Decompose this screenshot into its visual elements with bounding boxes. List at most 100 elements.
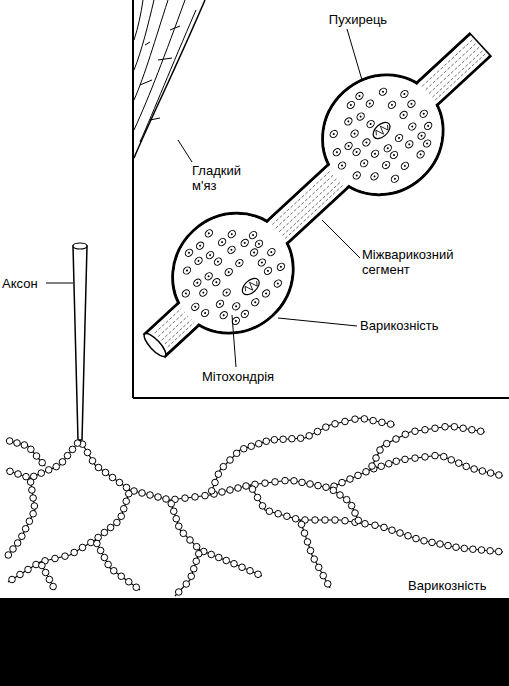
vesicle — [261, 288, 271, 298]
varicosity-bead — [133, 584, 140, 591]
vesicle-core — [217, 260, 220, 263]
varicosity-bead — [248, 443, 255, 450]
vesicle — [361, 137, 371, 147]
vesicle — [250, 297, 260, 307]
vesicle-core — [196, 281, 199, 284]
vesicle-core — [353, 132, 356, 135]
varicosity-bead — [304, 539, 311, 546]
microtubule — [158, 312, 184, 336]
varicosity-bead — [393, 436, 400, 443]
microtubule — [426, 44, 476, 90]
vesicle-core — [374, 152, 377, 155]
varicosity-bead — [30, 495, 37, 502]
varicosity-bead — [259, 503, 266, 510]
varicosity-bead — [470, 546, 477, 553]
varicosity-bead — [355, 517, 362, 524]
varicosity-bead — [109, 474, 116, 481]
varicosity-bead — [42, 569, 49, 576]
varicosity-bead — [432, 452, 439, 459]
varicosity-bead — [479, 468, 486, 475]
vesicle-core — [369, 123, 372, 126]
varicosity-bead — [239, 564, 246, 571]
vesicle-core — [258, 242, 261, 245]
vesicle-core — [186, 269, 189, 272]
vesicle — [343, 116, 353, 126]
varicosity-bead — [413, 535, 420, 542]
varicosity-bead — [95, 464, 102, 471]
axon-branch — [250, 485, 503, 552]
varicosity-bead — [23, 473, 30, 480]
varicosity-bead — [208, 488, 215, 495]
vesicle — [257, 257, 267, 267]
varicosity-bead — [393, 458, 400, 465]
vesicle — [263, 266, 273, 276]
varicosity-bead — [332, 517, 339, 524]
varicosity-bead — [373, 455, 380, 462]
varicosity-bead — [33, 453, 40, 460]
varicosity-bead — [389, 527, 396, 534]
vesicle-core — [394, 177, 397, 180]
varicosity-bead — [387, 421, 394, 428]
vesicle-core — [222, 314, 225, 317]
vesicle — [266, 247, 276, 257]
part-label: Мітохондрія — [202, 369, 302, 384]
varicosity-bead — [275, 510, 282, 517]
vesicle-core — [363, 162, 366, 165]
varicosity-bead — [272, 479, 279, 486]
varicosity-bead — [255, 571, 262, 578]
varicosity-bead — [332, 421, 339, 428]
varicosity-bead — [289, 435, 296, 442]
varicosity-bead — [437, 541, 444, 548]
varicosity-bead — [14, 540, 21, 547]
vesicle — [407, 121, 417, 131]
inset-frame — [132, 0, 134, 398]
vesicle — [394, 133, 404, 143]
vesicle — [369, 171, 379, 181]
varicosity-bead — [429, 539, 436, 546]
microtubule — [285, 184, 344, 238]
vesicle — [240, 238, 250, 248]
vesicle — [205, 250, 215, 260]
vesicle — [254, 239, 264, 249]
varicosity-bead — [297, 435, 304, 442]
vesicle-core — [332, 133, 335, 136]
vesicle-core — [207, 275, 210, 278]
varicosity-bead — [461, 545, 468, 552]
vesicle-core — [194, 305, 197, 308]
varicosity-bead — [455, 460, 462, 467]
microtubule — [272, 170, 331, 224]
varicosity-bead — [38, 470, 45, 477]
varicosity-bead — [352, 510, 359, 517]
vesicle-core — [235, 305, 238, 308]
varicosity-bead — [27, 479, 34, 486]
vesicle — [389, 150, 399, 160]
varicosity-bead — [97, 547, 104, 554]
varicosity-bead — [381, 524, 388, 531]
varicosity-bead — [478, 547, 485, 554]
vesicle-core — [368, 102, 371, 105]
varicosity-bead — [247, 567, 254, 574]
vesicle — [378, 87, 388, 97]
varicosity-bead — [343, 496, 350, 503]
vesicle-core — [385, 164, 388, 167]
vesicle — [422, 138, 432, 148]
vesicle-core — [420, 134, 423, 137]
varicosity-bead — [125, 490, 132, 497]
varicosity-bead — [118, 513, 125, 520]
vesicle — [222, 287, 232, 297]
varicosity-bead — [240, 445, 247, 452]
varicosity-bead — [445, 542, 452, 549]
varicosity-bead — [208, 551, 215, 558]
vesicle — [193, 256, 203, 266]
axon-branch — [370, 426, 485, 470]
varicosity-bead — [422, 454, 429, 461]
varicosity-bead — [188, 573, 195, 580]
varicose-network — [5, 416, 503, 596]
varicosity-bead — [311, 556, 318, 563]
vesicle-core — [202, 291, 205, 294]
varicosity-bead — [89, 458, 96, 465]
vesicle-core — [403, 93, 406, 96]
varicosity-bead — [202, 492, 209, 499]
vesicle — [224, 267, 234, 277]
varicosity-bead — [46, 576, 53, 583]
